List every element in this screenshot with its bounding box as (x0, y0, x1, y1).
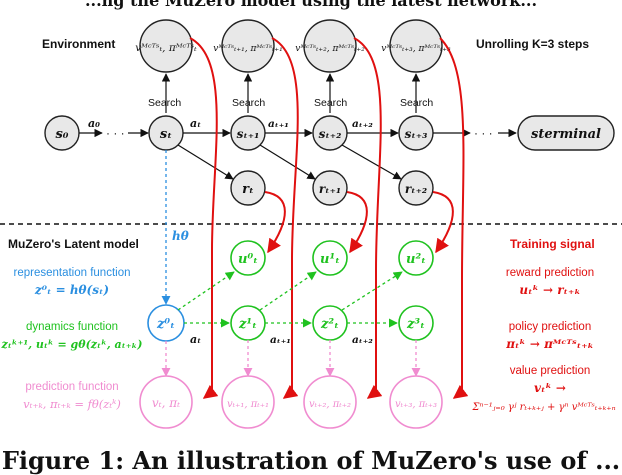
state-label-st2: sₜ₊₂ (319, 127, 342, 141)
prediction-function-formula: vₜ₊ₖ, πₜ₊ₖ = fθ(zₜᵏ) (23, 397, 121, 411)
h-theta-label: hθ (172, 229, 189, 243)
prediction-node-2 (303, 375, 357, 429)
action-label-at1: aₜ₊₁ (268, 118, 289, 130)
search-label-t3: Search (400, 97, 433, 109)
edge-st-rt (177, 144, 234, 180)
search-label-t1: Search (232, 97, 265, 109)
state-label-terminal: sterminal (531, 127, 601, 142)
reward-pred-label-u2: u²ₜ (406, 252, 426, 267)
latent-model-label: MuZero's Latent model (8, 237, 139, 251)
policy-target-arrow-t1 (271, 37, 299, 399)
prediction-label-0: vₜ, πₜ (152, 396, 180, 410)
reward-node-rt1 (312, 170, 348, 206)
action-label-at: aₜ (190, 117, 201, 130)
ellipsis-right: · · · (474, 126, 493, 140)
reward-target-arrow-t1 (346, 191, 368, 254)
state-node-terminal (517, 115, 615, 151)
state-label-st3: sₜ₊₃ (405, 127, 428, 141)
action-label-a0: a₀ (88, 117, 100, 130)
top-caption-fragment: ...ng the MuZero model using the latest … (84, 0, 538, 10)
policy-signal-name: policy prediction (509, 321, 591, 333)
dynamics-function-formula: zₜᵏ⁺¹, uₜᵏ = gθ(zₜᵏ, aₜ₊ₖ) (0, 338, 142, 351)
value-signal-name: value prediction (510, 365, 591, 377)
reward-target-arrow-t (264, 191, 286, 254)
representation-function-formula: z⁰ₜ = hθ(sₜ) (34, 283, 109, 297)
prediction-label-3: vₜ₊₃, πₜ₊₃ (395, 399, 437, 410)
policy-signal-formula: πₜᵏ → πᴹᶜᵀˢₜ₊ₖ (505, 337, 594, 351)
reward-signal-name: reward prediction (506, 267, 594, 279)
mcts-node-t2 (303, 19, 357, 73)
reward-pred-label-u1: u¹ₜ (320, 252, 340, 267)
prediction-function-name: prediction function (25, 381, 118, 393)
latent-label-z2: z²ₜ (320, 317, 339, 332)
value-signal-formula-target: Σⁿ⁻¹ⱼ₌₀ γʲ rₜ₊ₖ₊ⱼ + γⁿ vᴹᶜᵀˢₜ₊ₖ₊ₙ (471, 402, 615, 413)
reward-pred-u1 (312, 240, 348, 276)
reward-pred-u0 (230, 240, 266, 276)
policy-target-arrow-t3 (439, 37, 469, 399)
state-label-st: sₜ (160, 127, 172, 142)
figure-caption: Figure 1: An illustration of MuZero's us… (1, 446, 621, 475)
ellipsis-left: · · · (106, 126, 125, 140)
mcts-label-t2: vᴹᶜᵀˢₜ₊₂, πᴹᶜᵀˢₜ₊₂ (295, 44, 365, 54)
reward-pred-label-u0: u⁰ₜ (238, 252, 258, 267)
prediction-node-3 (389, 375, 443, 429)
latent-action-at2: aₜ₊₂ (352, 334, 373, 346)
prediction-label-2: vₜ₊₂, πₜ₊₂ (309, 399, 351, 410)
mcts-label-t: vᴹᶜᵀˢₜ, πᴹᶜᵀˢₜ (135, 42, 197, 54)
reward-label-rt2: rₜ₊₂ (405, 182, 427, 196)
mcts-node-t3 (389, 19, 443, 73)
latent-action-at: aₜ (190, 333, 201, 346)
edge-st1-rt1 (259, 144, 316, 180)
prediction-node-1 (221, 375, 275, 429)
search-label-t: Search (148, 97, 181, 109)
search-label-t2: Search (314, 97, 347, 109)
latent-label-z3: z³ₜ (406, 317, 425, 332)
reward-label-rt: rₜ (242, 182, 254, 197)
prediction-label-1: vₜ₊₁, πₜ₊₁ (227, 399, 269, 410)
reward-label-rt1: rₜ₊₁ (319, 182, 341, 196)
prediction-node-0 (139, 375, 193, 429)
value-signal-formula: vₜᵏ → (534, 381, 566, 395)
unrolling-label: Unrolling K=3 steps (476, 37, 589, 51)
dynamics-reward-arrow-u0 (177, 271, 235, 311)
dynamics-function-name: dynamics function (26, 321, 118, 333)
mcts-label-t1: vᴹᶜᵀˢₜ₊₁, πᴹᶜᵀˢₜ₊₁ (213, 44, 282, 54)
state-label-s0: s₀ (55, 127, 68, 142)
dynamics-reward-arrow-u2 (341, 271, 403, 311)
reward-target-arrow-t2 (432, 191, 454, 254)
reward-node-rt (230, 170, 266, 206)
edge-st2-rt2 (341, 144, 402, 180)
latent-label-z1: z¹ₜ (238, 317, 257, 332)
state-label-st1: sₜ₊₁ (237, 127, 260, 141)
reward-node-rt2 (398, 170, 434, 206)
environment-label: Environment (42, 37, 115, 51)
mcts-label-t3: vᴹᶜᵀˢₜ₊₃, πᴹᶜᵀˢₜ₊₃ (381, 44, 451, 54)
dynamics-reward-arrow-u1 (259, 271, 317, 311)
representation-function-name: representation function (14, 267, 131, 279)
policy-target-arrow-t (189, 37, 219, 399)
latent-label-z0: z⁰ₜ (156, 317, 175, 332)
training-signal-label: Training signal (510, 237, 595, 251)
mcts-node-t1 (221, 19, 275, 73)
mcts-node-t (139, 19, 193, 73)
latent-action-at1: aₜ₊₁ (270, 334, 291, 346)
action-label-at2: aₜ₊₂ (352, 118, 373, 130)
reward-signal-formula: uₜᵏ → rₜ₊ₖ (519, 283, 580, 297)
reward-pred-u2 (398, 240, 434, 276)
policy-target-arrow-t2 (353, 37, 383, 399)
